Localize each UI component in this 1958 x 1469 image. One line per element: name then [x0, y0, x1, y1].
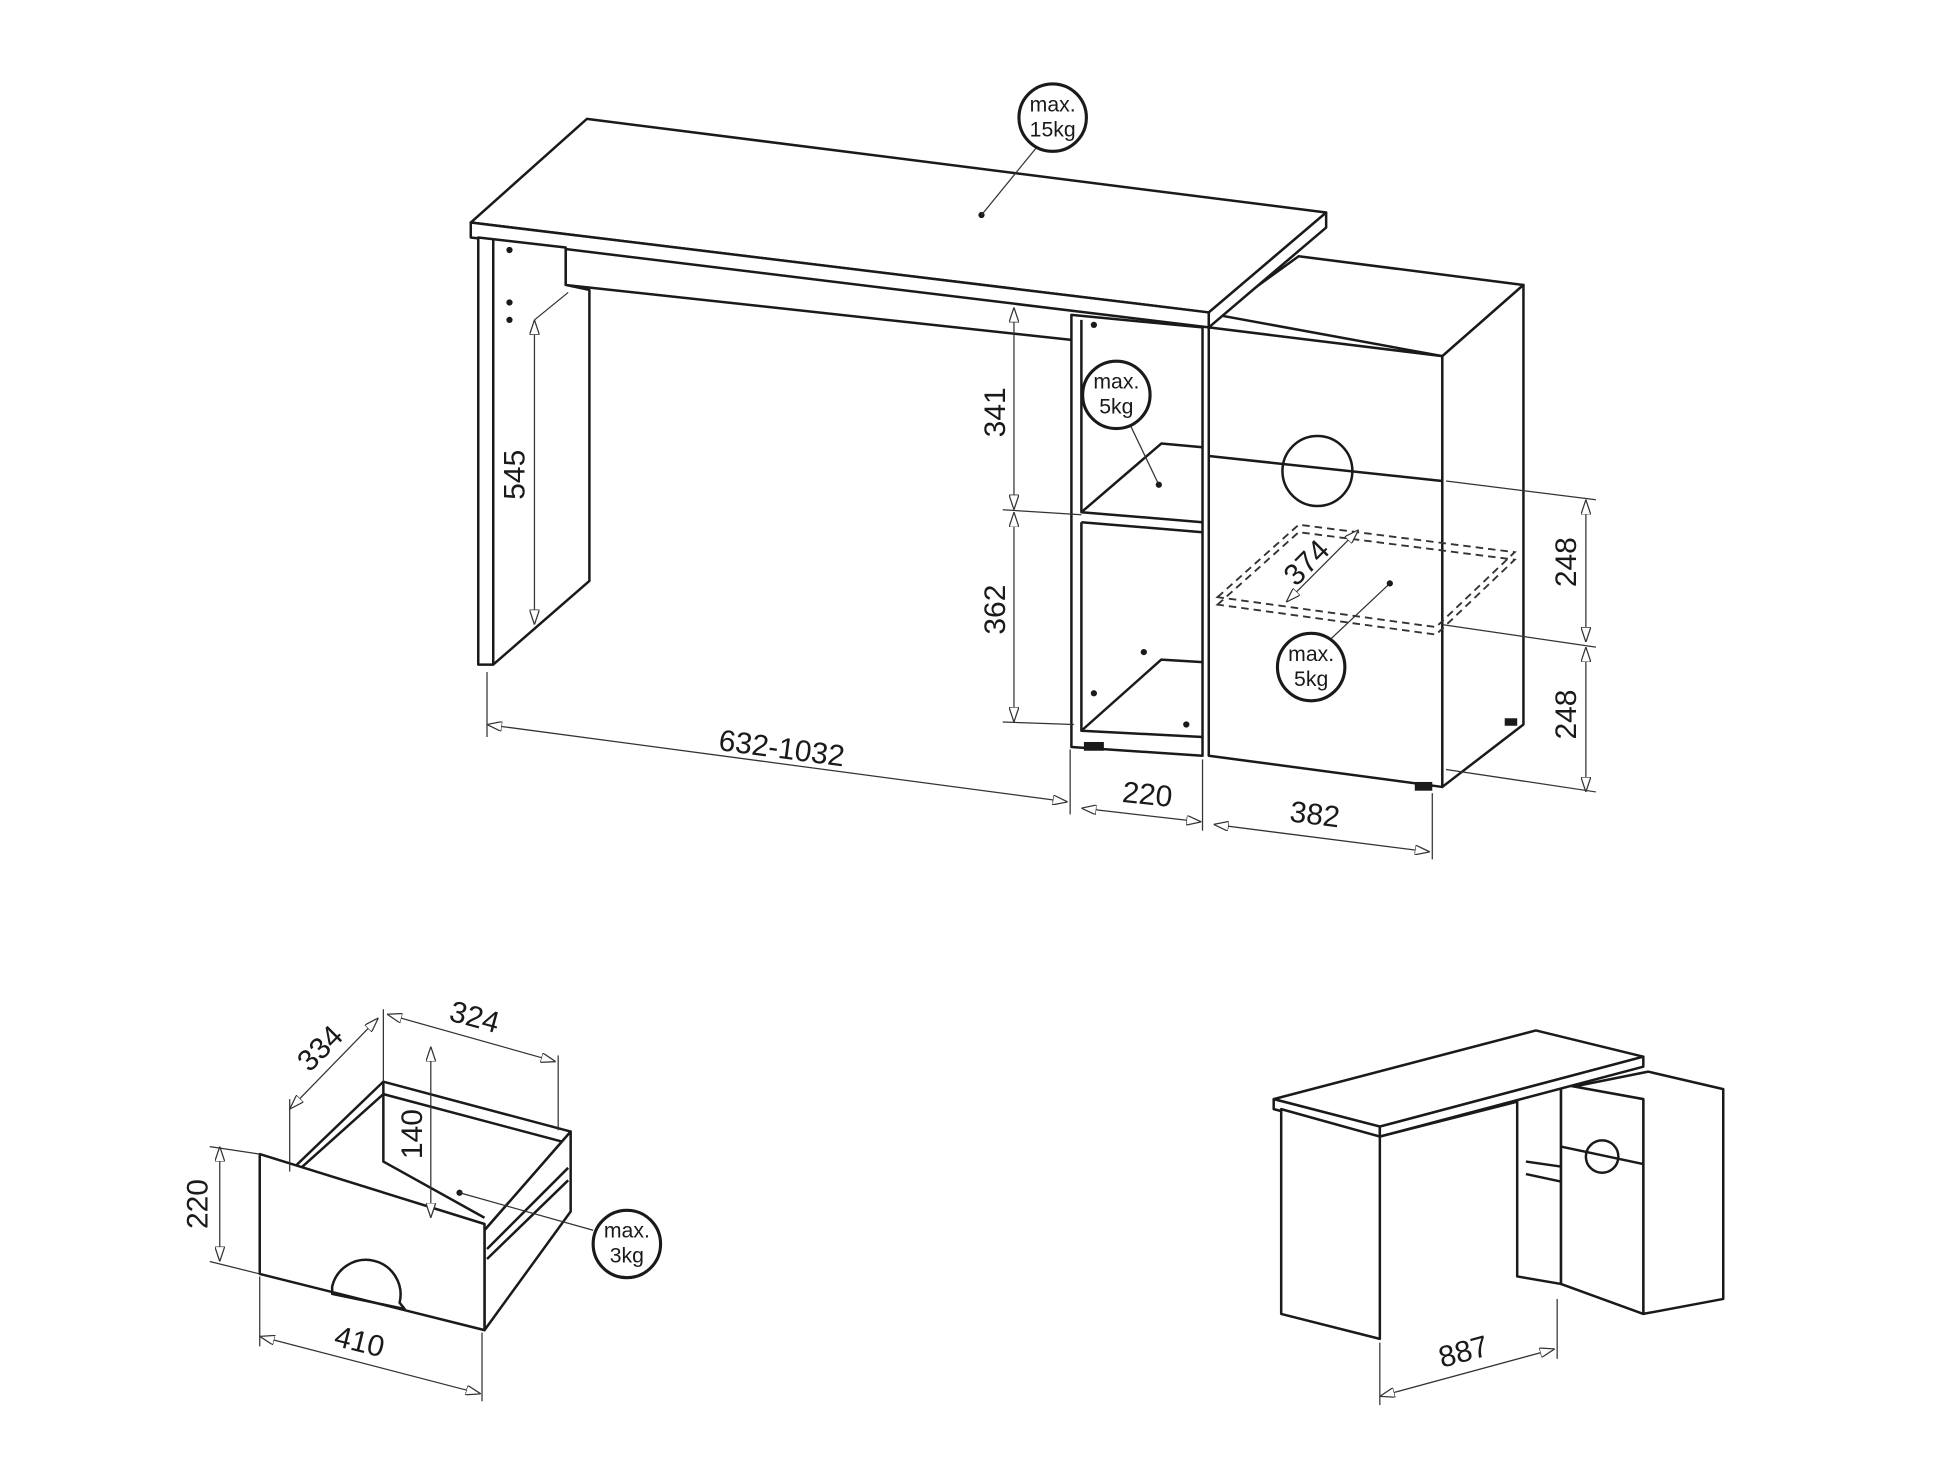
load-badge-desktop: max. 15kg: [981, 82, 1088, 216]
desktop: [469, 117, 1328, 342]
svg-text:5kg: 5kg: [1294, 668, 1328, 691]
svg-text:max.: max.: [1093, 371, 1139, 394]
dim-upper-shelf-height: 341: [979, 387, 1012, 437]
corner-desk-view: 887: [1272, 1029, 1725, 1406]
dim-cabinet-lower-height: 248: [1550, 690, 1583, 740]
cabinet-handle-icon: [1281, 434, 1354, 508]
svg-text:15kg: 15kg: [1030, 118, 1076, 141]
drawer-handle-icon: [330, 1258, 406, 1311]
main-desk-view: 545 341 362 632-1032 220 382 248 248 374…: [469, 82, 1596, 860]
cabinet: [1207, 254, 1525, 791]
svg-text:max.: max.: [1030, 93, 1076, 116]
dim-desk-width: 632-1032: [717, 724, 847, 773]
dim-leg-height: 545: [498, 450, 531, 500]
load-badge-shelf: max. 5kg: [1081, 359, 1162, 488]
svg-text:max.: max.: [604, 1220, 650, 1243]
dim-cabinet-width: 382: [1288, 796, 1342, 835]
dim-drawer-front-height: 220: [181, 1179, 214, 1229]
dim-drawer-inner-height: 140: [396, 1109, 429, 1159]
dim-lower-shelf-height: 362: [979, 585, 1012, 635]
drawer-view: 334 324 140 220 410 max. 3kg: [181, 995, 663, 1402]
dim-cabinet-upper-height: 248: [1550, 537, 1583, 587]
svg-text:3kg: 3kg: [610, 1245, 644, 1268]
load-badge-drawer: max. 3kg: [459, 1192, 663, 1280]
dim-shelf-width: 220: [1121, 776, 1174, 814]
corner-handle-icon: [1584, 1139, 1620, 1175]
dim-drawer-depth: 334: [291, 1019, 350, 1078]
load-badge-cabinet-shelf: max. 5kg: [1275, 580, 1393, 703]
svg-text:max.: max.: [1288, 643, 1334, 666]
svg-text:5kg: 5kg: [1099, 396, 1133, 419]
